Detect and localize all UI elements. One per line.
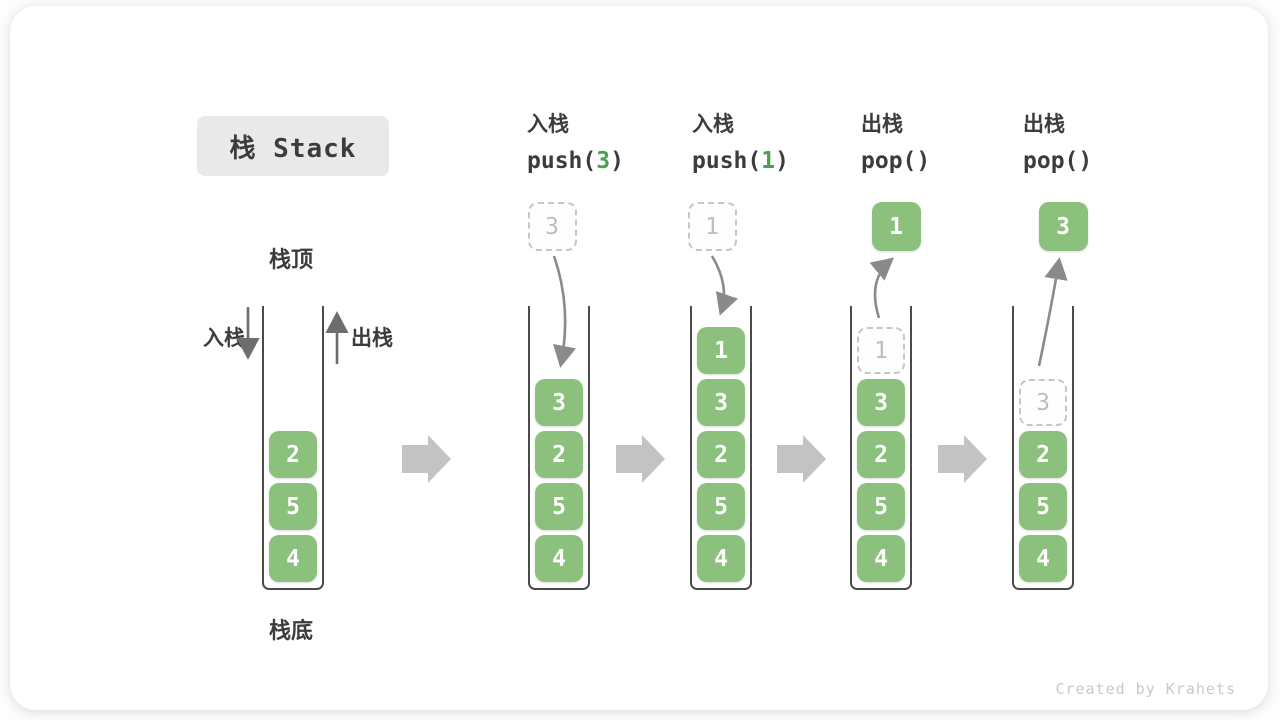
operation-code-2: push(3) [527,148,624,174]
stack-cell-3: 3 [697,379,745,426]
stack-cell-2: 2 [857,431,905,478]
ghost-cell-3: 3 [1019,379,1067,426]
operation-name-5: 出栈 [1023,112,1065,136]
stack-cell-4: 4 [1019,535,1067,582]
popped-value-3: 3 [1038,202,1088,251]
stack-cell-2: 2 [1019,431,1067,478]
stack-cell-5: 5 [857,483,905,530]
operation-code-3: push(1) [692,148,789,174]
stack-bottom-label: 栈底 [269,619,314,644]
operation-code-5: pop() [1023,148,1093,174]
stack-cell-2: 2 [269,431,317,478]
stacks-layer: 2 5 4 3 2 5 4 3 入栈 push(3) 1 3 2 5 4 1 入栈 push(1) 1 3 2 5 4 1 出栈… [10,6,1268,710]
stack-cell-5: 5 [535,483,583,530]
operation-name-4: 出栈 [861,112,903,136]
operation-code-4: pop() [861,148,931,174]
stack-cell-3: 3 [535,379,583,426]
title-badge: 栈 Stack [197,116,389,176]
stack-cell-2: 2 [535,431,583,478]
stack-top-label: 栈顶 [269,248,314,273]
stack-cell-5: 5 [269,483,317,530]
stack-cell-4: 4 [535,535,583,582]
credit-text: Created by Krahets [1055,680,1236,698]
stack-cell-4: 4 [269,535,317,582]
incoming-value-3: 3 [527,202,577,251]
ghost-cell-1: 1 [857,327,905,374]
stack-cell-4: 4 [697,535,745,582]
stack-cell-5: 5 [697,483,745,530]
stack-cell-1: 1 [697,327,745,374]
operation-name-2: 入栈 [527,112,569,136]
stack-cell-5: 5 [1019,483,1067,530]
stack-cell-4: 4 [857,535,905,582]
popped-value-1: 1 [871,202,921,251]
incoming-value-1: 1 [687,202,737,251]
stack-cell-2: 2 [697,431,745,478]
pop-direction-label: 出栈 [351,326,393,350]
push-direction-label: 入栈 [203,326,245,350]
stack-cell-3: 3 [857,379,905,426]
operation-name-3: 入栈 [692,112,734,136]
